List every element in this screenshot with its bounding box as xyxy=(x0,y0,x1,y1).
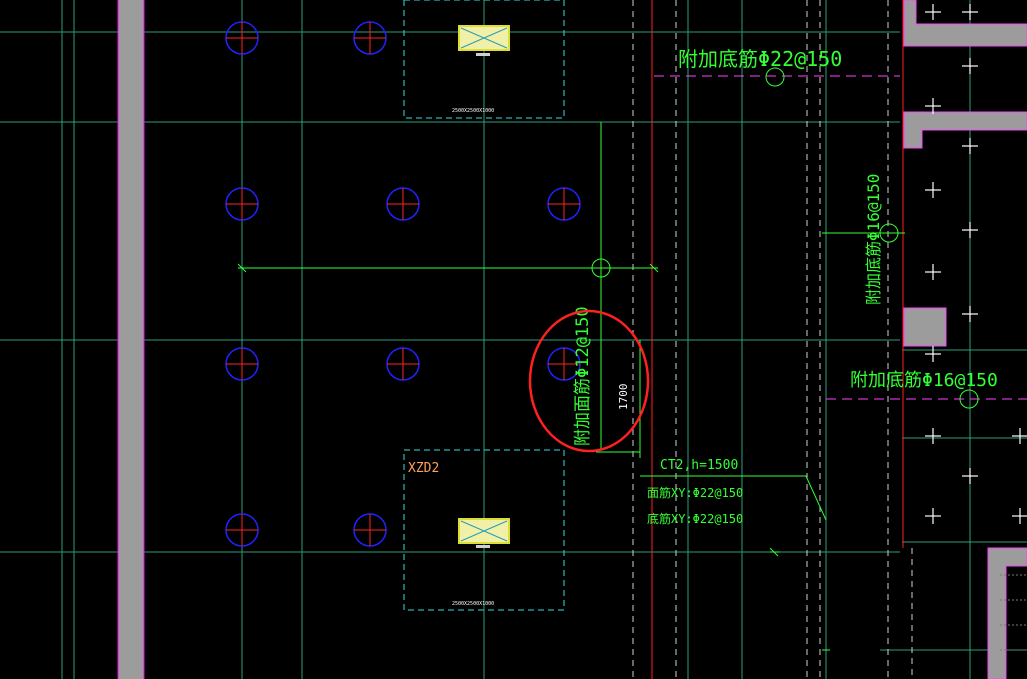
red-boundary-lines xyxy=(651,0,904,679)
plus-marker xyxy=(962,222,978,238)
pile-cap-block-top xyxy=(458,25,510,56)
plus-marker xyxy=(962,306,978,322)
cap-dim-bottom: 2500X2500X1000 xyxy=(452,601,494,607)
plus-marker xyxy=(962,4,978,20)
piles xyxy=(225,21,581,547)
plus-markers xyxy=(925,4,1027,524)
pile xyxy=(353,513,387,547)
pile xyxy=(547,187,581,221)
plus-marker xyxy=(925,428,941,444)
top-rebar-label: 面筋XY:Φ22@150 xyxy=(647,485,743,500)
plus-marker xyxy=(925,182,941,198)
pile xyxy=(386,187,420,221)
pile-cap-block-bottom xyxy=(458,518,510,548)
plus-marker xyxy=(1012,508,1027,524)
plus-marker xyxy=(962,138,978,154)
plus-marker xyxy=(925,346,941,362)
pile xyxy=(353,21,387,55)
plus-marker xyxy=(925,264,941,280)
pile xyxy=(225,347,259,381)
magenta-rebar-extents xyxy=(654,75,1027,400)
highlight-ellipse xyxy=(528,309,650,453)
left-wall xyxy=(117,0,145,679)
pile xyxy=(225,21,259,55)
plus-marker xyxy=(925,98,941,114)
plus-marker xyxy=(925,508,941,524)
pile xyxy=(225,513,259,547)
rebar-label-top-right: 附加底筋Φ22@150 xyxy=(678,47,842,71)
plus-marker xyxy=(925,4,941,20)
dashed-guide-lines xyxy=(632,0,913,679)
cap-dim-top: 2500X2500X1000 xyxy=(452,108,494,114)
rebar-label-vertical-right: 附加底筋Φ16@150 xyxy=(864,174,883,305)
dimension-1700: 1700 xyxy=(617,384,630,411)
pile xyxy=(386,347,420,381)
pile-cap-outlines xyxy=(403,0,565,611)
plus-marker xyxy=(962,58,978,74)
cap-name-label: CT2,h=1500 xyxy=(660,458,738,473)
bottom-rebar-label: 底筋XY:Φ22@150 xyxy=(647,511,743,526)
plus-marker xyxy=(1012,428,1027,444)
plus-marker xyxy=(962,468,978,484)
rebar-label-right-mid: 附加底筋Φ16@150 xyxy=(850,370,998,391)
right-structure xyxy=(903,0,1027,679)
pile xyxy=(225,187,259,221)
rebar-label-circled: 附加面筋Φ12@150 xyxy=(573,306,593,446)
rebar-lines xyxy=(237,67,979,651)
pile xyxy=(547,347,581,381)
pile-cap-tag: XZD2 xyxy=(408,461,439,476)
